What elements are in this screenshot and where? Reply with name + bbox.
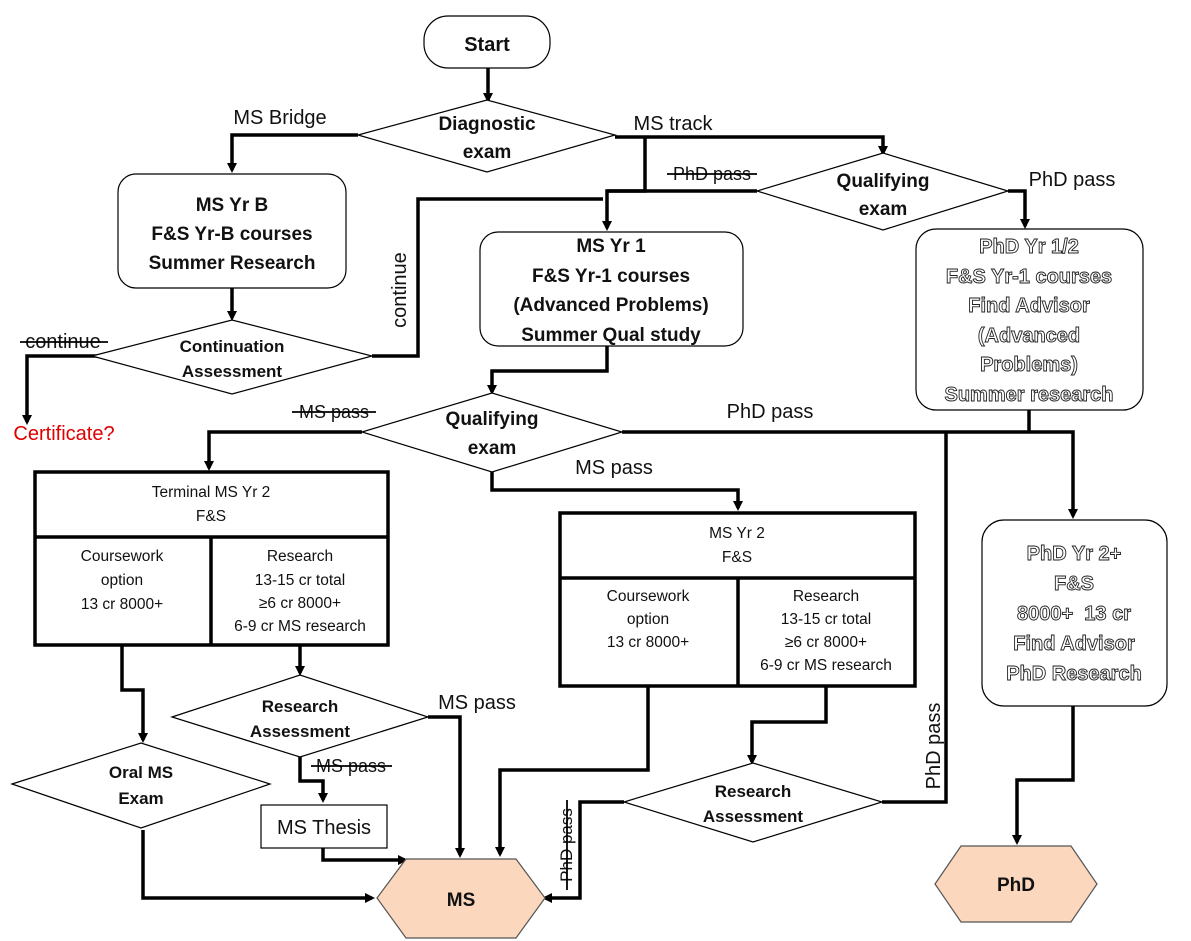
qualifying-exam-mid-decision — [359, 392, 625, 473]
research-right-up-label: PhD pass — [923, 703, 945, 790]
continue-up-label: continue — [389, 252, 411, 328]
phd-yr12-line3: Find Advisor — [968, 295, 1090, 317]
diagnostic-exam-decision — [355, 99, 618, 173]
terminal-right-2: 13-15 cr total — [255, 572, 345, 589]
qual-top-line2: exam — [859, 199, 908, 220]
ms-yr2-left-1: Coursework — [607, 588, 690, 605]
oral-ms-exam-decision — [10, 742, 272, 829]
qual-mid-down-label: MS pass — [575, 457, 653, 479]
research-right-line2: Assessment — [703, 807, 804, 826]
ms-thesis-label: MS Thesis — [277, 817, 371, 839]
phd-yr2-line4: Find Advisor — [1013, 633, 1135, 655]
qual-mid-line2: exam — [468, 438, 517, 459]
terminal-title2: F&S — [196, 508, 226, 525]
ms-yr2-right-1: Research — [793, 588, 859, 605]
qual-top-right-label: PhD pass — [1029, 169, 1116, 191]
ms-yr1-line1: MS Yr 1 — [576, 236, 646, 257]
phd-yr12-line4: (Advanced — [978, 325, 1080, 347]
research-right-line1: Research — [715, 782, 792, 801]
phd-yr2-line1: PhD Yr 2+ — [1027, 543, 1122, 565]
certificate-label: Certificate? — [13, 423, 114, 445]
terminal-left-2: option — [101, 572, 143, 589]
continuation-assessment-decision — [89, 319, 375, 395]
ms-yr2-title1: MS Yr 2 — [709, 525, 765, 542]
ms-yr1-box — [479, 231, 744, 347]
terminal-right-3: ≥6 cr 8000+ — [259, 595, 341, 612]
connectors — [22, 68, 1078, 903]
ms-bridge-label: MS Bridge — [233, 107, 326, 129]
research-assessment-right-decision — [621, 762, 885, 843]
oral-ms-line1: Oral MS — [109, 763, 173, 782]
terminal-ms-table — [33, 470, 390, 647]
ms-yr-b-line3: Summer Research — [149, 253, 316, 274]
terminal-left-1: Coursework — [81, 548, 164, 565]
ms-yr2-right-4: 6-9 cr MS research — [760, 657, 892, 674]
continuation-line1: Continuation — [180, 337, 285, 356]
ms-yr1-line3: (Advanced Problems) — [513, 295, 708, 316]
diagnostic-line1: Diagnostic — [438, 114, 536, 135]
ms-yr2-right-2: 13-15 cr total — [781, 611, 871, 628]
ms-thesis-box — [260, 804, 388, 849]
terminal-left-3: 13 cr 8000+ — [81, 596, 163, 613]
phd-yr12-line5: Problems) — [980, 354, 1078, 376]
continuation-line2: Assessment — [182, 362, 283, 381]
qual-mid-right-label: PhD pass — [727, 401, 814, 423]
phd-yr2-line5: PhD Research — [1006, 663, 1142, 685]
terminal-title1: Terminal MS Yr 2 — [152, 484, 271, 501]
ms-yr2-left-3: 13 cr 8000+ — [607, 634, 689, 651]
ms-yr2-table — [558, 511, 917, 688]
terminal-right-4: 6-9 cr MS research — [234, 618, 366, 635]
phd-yr12-box — [915, 228, 1144, 411]
qualifying-exam-top-decision — [754, 152, 1011, 231]
ms-yr2-left-2: option — [627, 611, 669, 628]
ms-yr-b-box — [117, 173, 347, 289]
ms-yr-b-line1: MS Yr B — [196, 195, 269, 216]
terminal-right-1: Research — [267, 548, 333, 565]
qual-mid-line1: Qualifying — [446, 409, 539, 430]
ms-yr-b-line2: F&S Yr-B courses — [151, 224, 312, 245]
qual-top-line1: Qualifying — [837, 171, 930, 192]
research-left-line1: Research — [262, 697, 339, 716]
oral-ms-line2: Exam — [118, 789, 163, 808]
phd-terminal — [934, 845, 1098, 923]
phd-yr2-line2: F&S — [1054, 573, 1094, 595]
phd-final-label: PhD — [997, 875, 1035, 896]
phd-yr12-line1: PhD Yr 1/2 — [979, 236, 1079, 258]
phd-yr12-line6: Summer research — [945, 384, 1114, 406]
ms-yr2-title2: F&S — [722, 549, 752, 566]
ms-yr1-line4: Summer Qual study — [521, 325, 701, 346]
start-label: Start — [464, 34, 510, 56]
ms-yr1-line2: F&S Yr-1 courses — [532, 266, 690, 287]
ms-final-label: MS — [447, 890, 476, 911]
ms-yr2-right-3: ≥6 cr 8000+ — [785, 634, 867, 651]
research-assessment-left-decision — [170, 674, 430, 758]
ms-terminal — [376, 858, 546, 939]
research-left-line2: Assessment — [250, 722, 351, 741]
phd-yr12-line2: F&S Yr-1 courses — [946, 266, 1112, 288]
phd-yr2-box — [981, 519, 1168, 707]
diagnostic-line2: exam — [463, 142, 512, 163]
ms-track-label: MS track — [634, 113, 714, 135]
research-left-right-label: MS pass — [438, 692, 516, 714]
start-terminal — [423, 15, 551, 69]
phd-yr2-line3: 8000+ 13 cr — [1017, 603, 1131, 625]
